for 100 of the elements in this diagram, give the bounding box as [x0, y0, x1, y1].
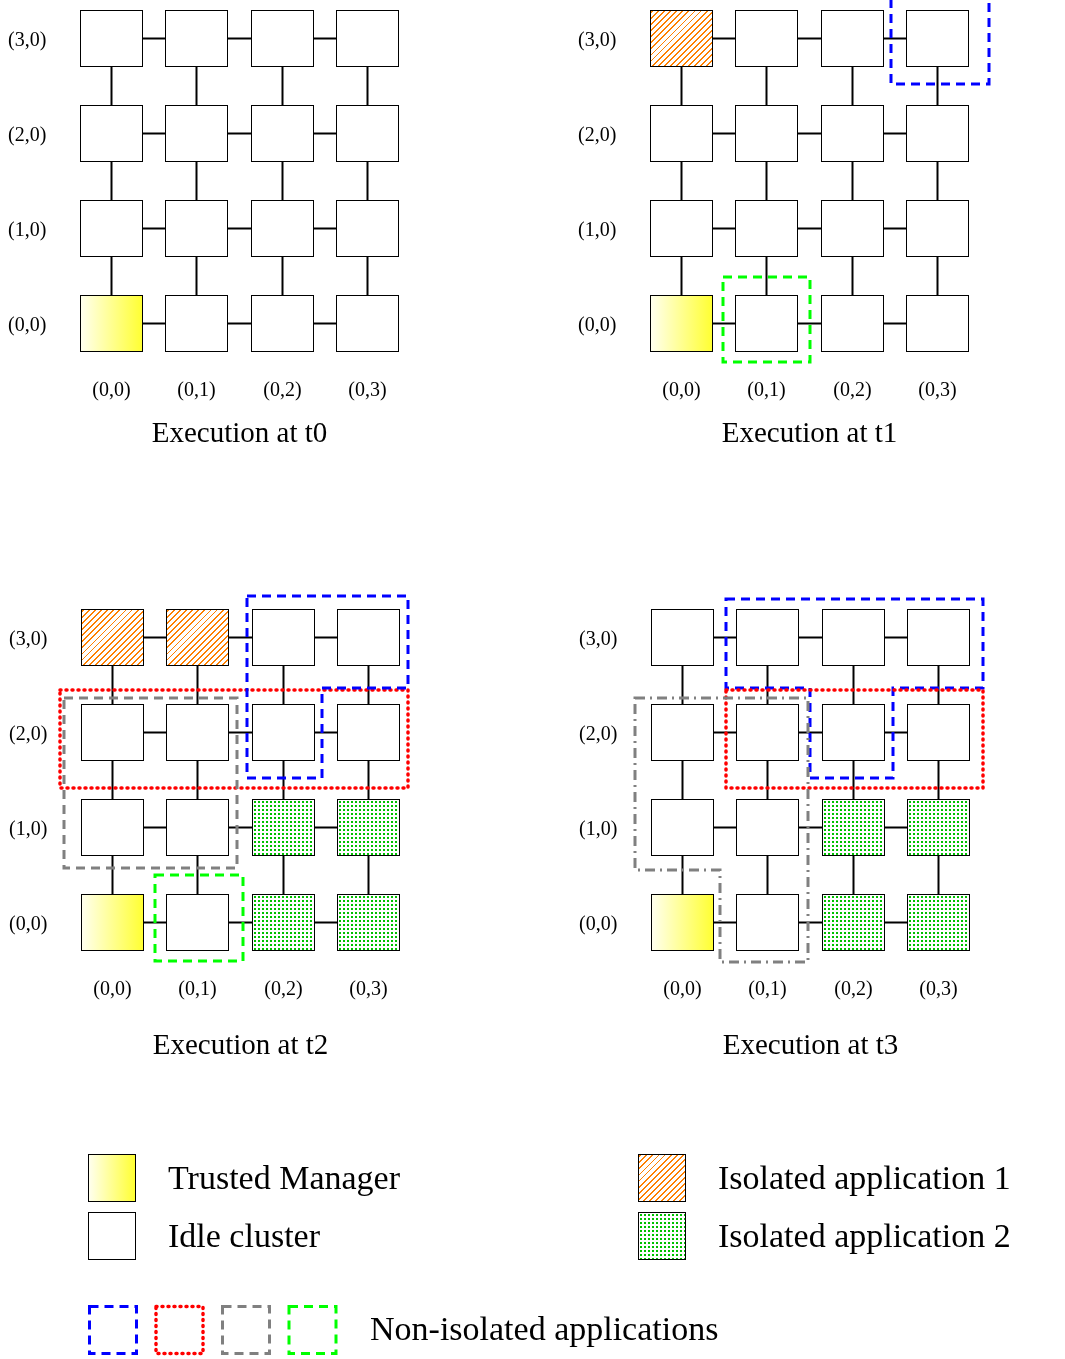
column-label: (0,2): [834, 978, 873, 998]
panel-caption: Execution at t1: [721, 418, 898, 447]
cluster-box: [906, 10, 969, 67]
column-label: (0,0): [663, 978, 702, 998]
link-line: [798, 921, 823, 924]
legend-label: Isolated application 1: [718, 1161, 1011, 1195]
link-line: [281, 256, 284, 296]
link-line: [936, 161, 939, 201]
link-line: [195, 66, 198, 106]
link-line: [712, 132, 736, 135]
cluster-box: [165, 200, 228, 257]
column-label: (0,2): [833, 379, 872, 399]
cluster-box: [337, 799, 400, 856]
cluster-box: [907, 609, 970, 666]
cluster-box: [81, 894, 144, 951]
link-line: [227, 132, 252, 135]
column-label: (0,3): [348, 379, 387, 399]
link-line: [851, 161, 854, 201]
panel-caption: Execution at t2: [152, 1030, 329, 1059]
cluster-box: [650, 295, 713, 352]
cluster-box: [736, 609, 799, 666]
cluster-box: [252, 609, 315, 666]
link-line: [883, 37, 907, 40]
link-line: [281, 161, 284, 201]
link-line: [712, 322, 736, 325]
link-line: [797, 37, 822, 40]
cluster-box: [80, 105, 143, 162]
link-line: [937, 665, 940, 705]
link-line: [314, 731, 338, 734]
row-label: (2,0): [578, 123, 617, 144]
link-line: [681, 855, 684, 895]
link-line: [228, 636, 253, 639]
link-line: [712, 37, 736, 40]
link-line: [936, 66, 939, 106]
cluster-box: [822, 894, 885, 951]
link-line: [712, 227, 736, 230]
cluster-box: [906, 295, 969, 352]
legend-label: Non-isolated applications: [370, 1312, 719, 1346]
link-line: [313, 132, 337, 135]
cluster-box: [251, 295, 314, 352]
link-line: [195, 256, 198, 296]
link-line: [681, 665, 684, 705]
cluster-box: [337, 609, 400, 666]
link-line: [228, 921, 253, 924]
cluster-box: [650, 200, 713, 257]
link-line: [281, 66, 284, 106]
cluster-box: [735, 10, 798, 67]
panel-caption: Execution at t0: [151, 418, 328, 447]
link-line: [111, 760, 114, 800]
cluster-box: [907, 799, 970, 856]
link-line: [883, 322, 907, 325]
row-label: (0,0): [9, 912, 48, 933]
link-line: [883, 132, 907, 135]
legend-label: Idle cluster: [168, 1219, 320, 1253]
legend-label: Isolated application 2: [718, 1219, 1011, 1253]
cluster-box: [822, 799, 885, 856]
cluster-box: [80, 295, 143, 352]
cluster-box: [651, 609, 714, 666]
column-label: (0,0): [92, 379, 131, 399]
link-line: [196, 665, 199, 705]
link-line: [851, 256, 854, 296]
cluster-box: [821, 10, 884, 67]
row-label: (3,0): [578, 28, 617, 49]
column-label: (0,3): [349, 978, 388, 998]
link-line: [314, 826, 338, 829]
cluster-box: [165, 295, 228, 352]
link-line: [367, 855, 370, 895]
cluster-box: [735, 105, 798, 162]
link-line: [798, 731, 823, 734]
link-line: [111, 855, 114, 895]
row-label: (2,0): [579, 722, 618, 743]
link-line: [680, 66, 683, 106]
link-line: [110, 66, 113, 106]
cluster-box: [251, 10, 314, 67]
cluster-box: [80, 10, 143, 67]
cluster-box: [821, 200, 884, 257]
link-line: [852, 760, 855, 800]
link-line: [228, 731, 253, 734]
link-line: [937, 760, 940, 800]
link-line: [765, 161, 768, 201]
link-line: [142, 132, 166, 135]
link-line: [228, 826, 253, 829]
link-line: [797, 322, 822, 325]
column-label: (0,3): [919, 978, 958, 998]
cluster-box: [336, 105, 399, 162]
cluster-box: [736, 894, 799, 951]
cluster-box: [251, 200, 314, 257]
link-line: [713, 921, 737, 924]
cluster-box: [81, 799, 144, 856]
cluster-box: [251, 105, 314, 162]
cluster-box: [651, 799, 714, 856]
row-label: (0,0): [579, 912, 618, 933]
cluster-box: [735, 200, 798, 257]
link-line: [766, 855, 769, 895]
column-label: (0,1): [748, 978, 787, 998]
row-label: (1,0): [579, 817, 618, 838]
column-label: (0,2): [264, 978, 303, 998]
link-line: [766, 760, 769, 800]
link-line: [142, 322, 166, 325]
link-line: [314, 636, 338, 639]
